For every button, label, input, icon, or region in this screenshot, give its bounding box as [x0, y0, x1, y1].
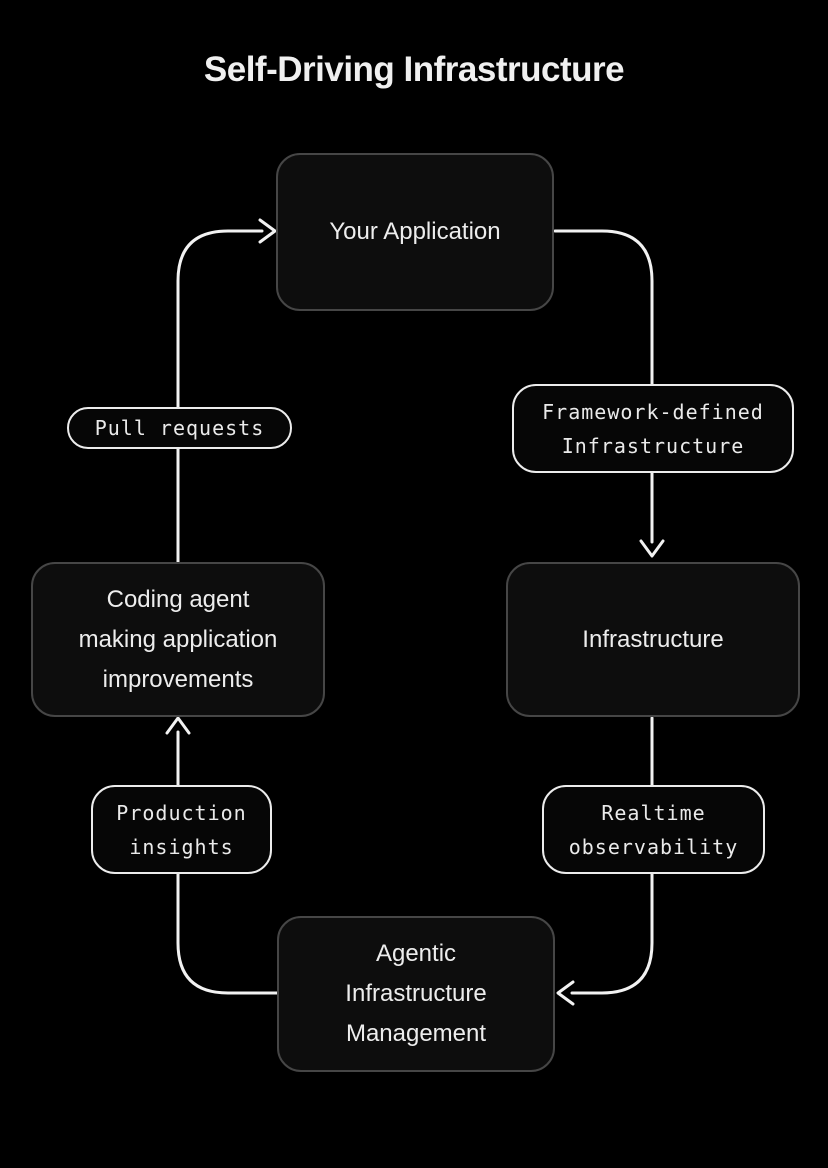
edge-label-production-line2: insights [129, 834, 234, 859]
edge-label-framework-line2: Infrastructure [561, 433, 745, 458]
node-your-application: Your Application [276, 153, 554, 311]
node-coding-agent-label-line1: Coding agent [106, 585, 250, 613]
edge-label-realtime-observability: Realtime observability [542, 785, 765, 874]
edge-framework-defined-line [553, 229, 654, 544]
node-agentic-label-line3: Management [345, 1020, 487, 1047]
node-agentic-label-line2: Infrastructure [345, 980, 487, 1007]
node-your-application-label: Your Application [329, 218, 501, 245]
edge-label-framework-line1: Framework-defined [542, 399, 764, 424]
arrowhead-into-infrastructure [639, 539, 665, 558]
arrowhead-into-your-application [258, 218, 277, 244]
edge-label-pull-requests: Pull requests [67, 407, 292, 449]
edge-label-realtime-line1: Realtime [601, 800, 706, 825]
edge-production-insights-line [176, 730, 279, 995]
node-coding-agent-label-line3: improvements [102, 665, 254, 693]
edge-label-production-insights: Production insights [91, 785, 272, 874]
edge-label-realtime-line2: observability [568, 834, 739, 859]
edge-label-framework-defined-infrastructure: Framework-defined Infrastructure [512, 384, 794, 473]
edge-label-pull-requests-text: Pull requests [94, 416, 265, 440]
arrowhead-into-coding-agent [165, 716, 191, 735]
edge-realtime-observability-line [570, 716, 654, 995]
arrowhead-into-agentic [556, 980, 575, 1006]
node-agentic-label-line1: Agentic [375, 940, 457, 967]
node-coding-agent: Coding agent making application improvem… [31, 562, 325, 717]
edge-pull-requests-line [176, 229, 264, 564]
node-coding-agent-label-line2: making application [78, 625, 278, 653]
node-infrastructure: Infrastructure [506, 562, 800, 717]
page-title: Self-Driving Infrastructure [203, 50, 625, 89]
node-agentic-infrastructure-management: Agentic Infrastructure Management [277, 916, 555, 1072]
edge-label-production-line1: Production [116, 800, 247, 825]
node-infrastructure-label: Infrastructure [582, 625, 724, 653]
